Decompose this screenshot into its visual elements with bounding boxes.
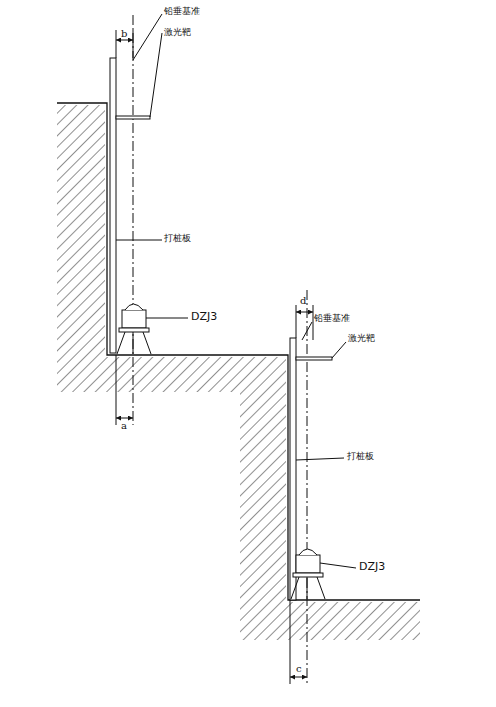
part-label: 激光靶 <box>164 28 191 38</box>
upper-setup <box>110 14 188 425</box>
part-label: 激光靶 <box>348 334 375 344</box>
dimension-letter: c <box>296 663 302 674</box>
lower-setup <box>290 290 356 685</box>
part-label: 铅垂基准 <box>314 314 350 324</box>
part-label: 打桩板 <box>164 234 191 244</box>
instrument-label: DZJ3 <box>359 561 385 573</box>
dimension-letter: a <box>121 420 127 431</box>
instrument-label: DZJ3 <box>191 311 217 323</box>
part-label: 打桩板 <box>347 452 374 462</box>
dimension-letter: d <box>300 295 306 306</box>
dimension-letter: b <box>121 28 127 39</box>
part-label: 铅垂基准 <box>164 7 200 17</box>
